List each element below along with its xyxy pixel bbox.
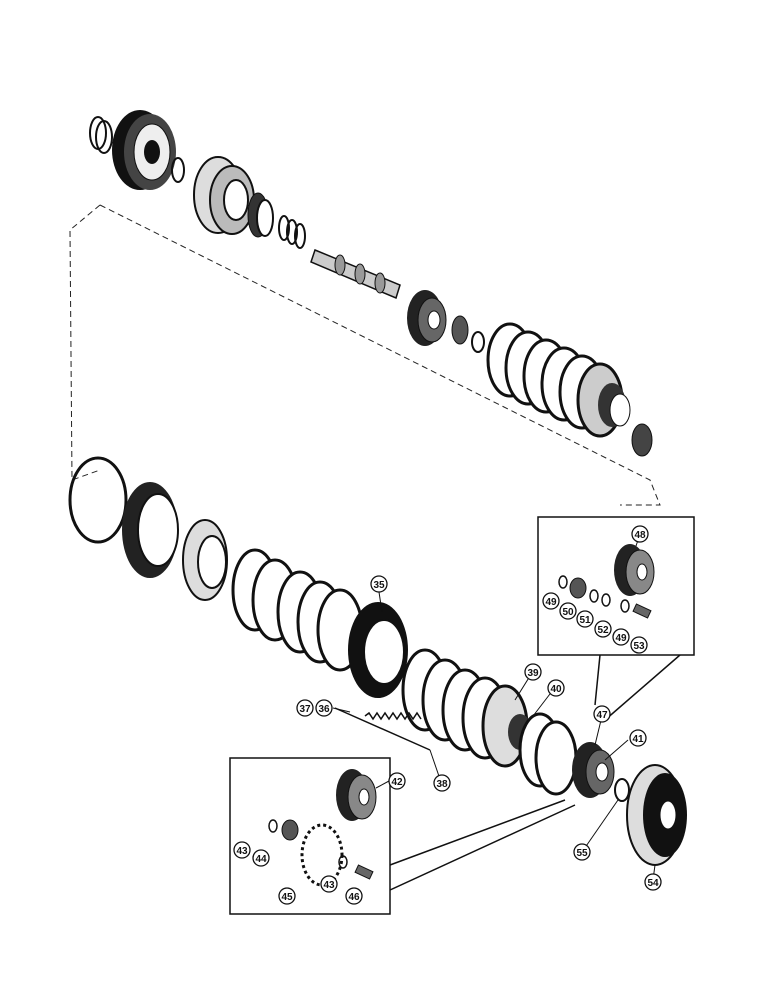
callout-51: 51	[576, 610, 594, 628]
planet-carrier-42	[336, 769, 377, 821]
lower-clutch-pack-a	[231, 548, 364, 672]
planetary-carrier-41	[572, 742, 615, 798]
upper-clutch-pack	[486, 322, 631, 438]
inset-box-lower	[229, 757, 576, 915]
svg-text:49: 49	[545, 597, 557, 608]
svg-text:37: 37	[299, 704, 311, 715]
pinion-shaft	[354, 864, 374, 880]
pinion-shaft	[632, 603, 652, 619]
rear-drum-54	[626, 764, 687, 866]
svg-text:44: 44	[255, 854, 267, 865]
svg-text:38: 38	[436, 779, 448, 790]
callout-44: 44	[252, 849, 270, 867]
svg-text:43: 43	[236, 846, 248, 857]
callout-50: 50	[559, 602, 577, 620]
lower-assembly	[68, 456, 687, 866]
upper-assembly	[89, 110, 653, 457]
callout-41: 41	[629, 729, 647, 747]
svg-text:36: 36	[318, 704, 330, 715]
planet-carrier-48	[614, 544, 655, 596]
svg-text:53: 53	[633, 641, 645, 652]
callout-45: 45	[278, 887, 296, 905]
coil-spring	[364, 711, 422, 721]
svg-text:47: 47	[596, 710, 608, 721]
callout-42: 42	[388, 772, 406, 790]
callout-49: 49	[542, 592, 560, 610]
svg-text:41: 41	[632, 734, 644, 745]
washer	[620, 599, 630, 613]
callout-39: 39	[524, 663, 542, 681]
snap-ring	[294, 223, 306, 249]
svg-text:51: 51	[579, 615, 591, 626]
dashed-assembly-outline	[69, 204, 661, 506]
callout-48: 48	[631, 525, 649, 543]
callout-43-b: 43	[320, 875, 338, 893]
washer	[558, 575, 568, 589]
svg-text:50: 50	[562, 607, 574, 618]
svg-text:35: 35	[373, 580, 385, 591]
callout-37: 37	[296, 699, 314, 717]
svg-text:48: 48	[634, 530, 646, 541]
sun-gear	[407, 290, 447, 346]
callout-55: 55	[573, 843, 591, 861]
callout-47: 47	[593, 705, 611, 723]
lower-clutch-pack-b	[401, 648, 532, 768]
svg-text:42: 42	[391, 777, 403, 788]
needle-rollers	[300, 823, 344, 887]
seal-ring	[256, 199, 274, 237]
large-snap-ring	[68, 456, 128, 544]
needle-bearing	[281, 819, 299, 841]
svg-text:55: 55	[576, 848, 588, 859]
snap-ring	[286, 219, 298, 245]
svg-text:39: 39	[527, 668, 539, 679]
svg-text:43: 43	[323, 880, 335, 891]
callout-35: 35	[370, 575, 388, 593]
callout-46: 46	[345, 887, 363, 905]
front-drum	[122, 482, 179, 578]
washer	[268, 819, 278, 833]
callout-54: 54	[644, 873, 662, 891]
callout-49-b: 49	[612, 628, 630, 646]
callout-43: 43	[233, 841, 251, 859]
washer	[338, 855, 348, 869]
svg-text:49: 49	[615, 633, 627, 644]
inset-box-upper	[537, 516, 695, 721]
callout-36: 36	[315, 699, 333, 717]
svg-text:45: 45	[281, 892, 293, 903]
svg-text:54: 54	[647, 878, 659, 889]
input-shaft	[310, 249, 401, 300]
svg-text:40: 40	[550, 684, 562, 695]
washer	[589, 589, 599, 603]
lower-clutch-pack-c	[518, 712, 578, 796]
snap-ring	[278, 215, 290, 241]
washer	[601, 593, 611, 607]
spring-rod	[334, 707, 431, 751]
snap-ring	[171, 157, 185, 183]
thrust-washer	[471, 331, 485, 353]
clutch-drum	[112, 110, 176, 190]
callout-38: 38	[433, 774, 451, 792]
front-piston	[182, 519, 228, 601]
svg-text:46: 46	[348, 892, 360, 903]
callout-53: 53	[630, 636, 648, 654]
clutch-drum-35	[348, 602, 408, 698]
callout-52: 52	[594, 620, 612, 638]
snap-ring	[95, 120, 113, 154]
svg-text:52: 52	[597, 625, 609, 636]
piston-housing	[193, 156, 255, 235]
bearing	[451, 315, 469, 345]
bearing	[631, 423, 653, 457]
needle-bearing	[569, 577, 587, 599]
callout-40: 40	[547, 679, 565, 697]
snap-ring-55	[614, 778, 630, 802]
